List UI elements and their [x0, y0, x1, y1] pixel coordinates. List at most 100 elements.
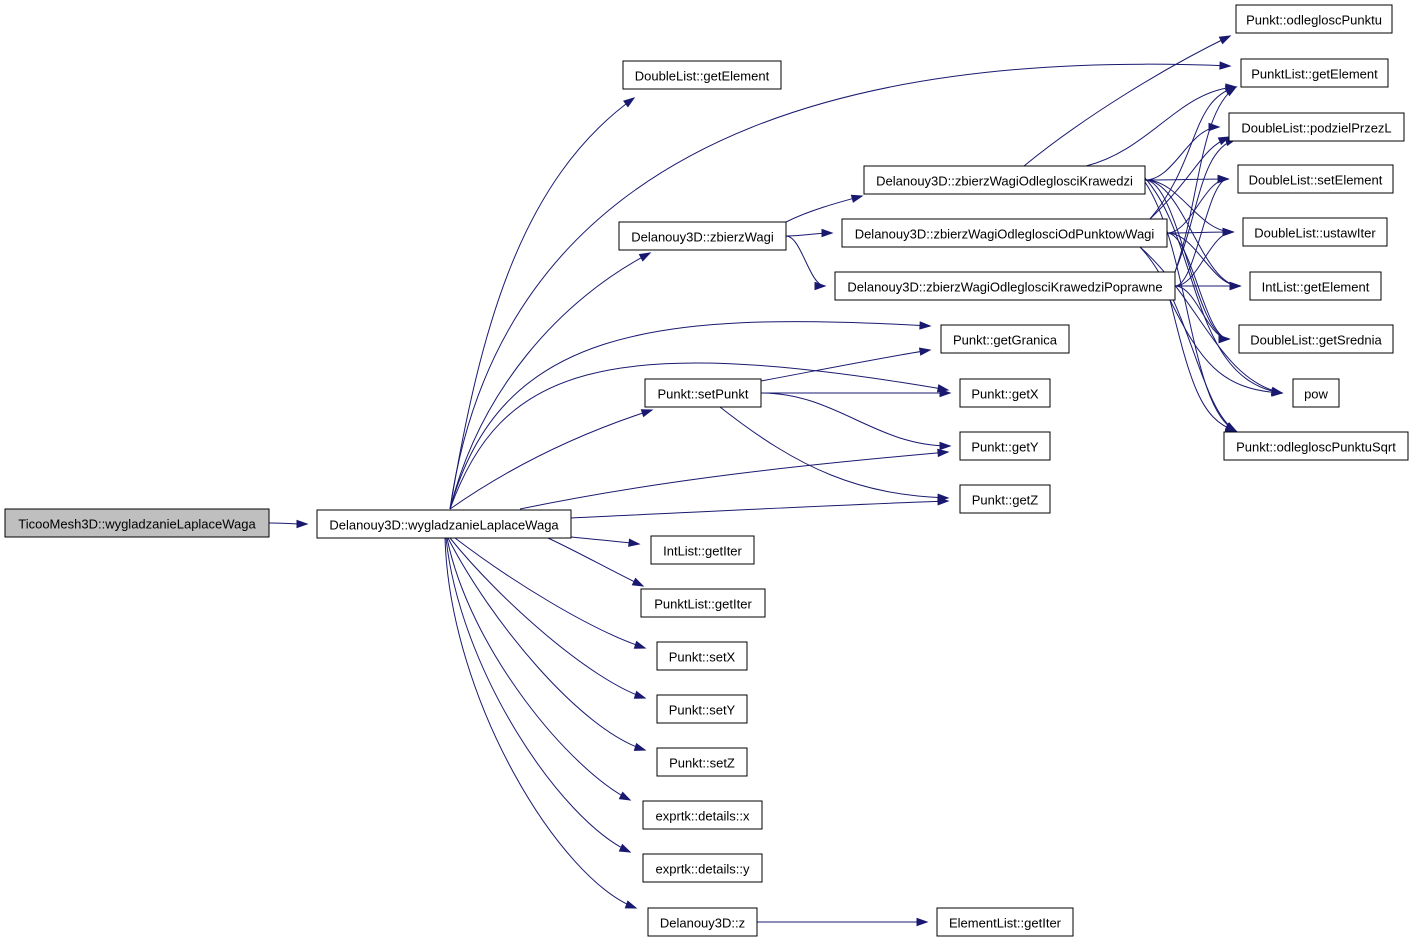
- node-box: [656, 747, 748, 777]
- node-label: Punkt::odlegloscPunktu: [1246, 13, 1382, 28]
- node-n15[interactable]: Delanouy3D::zbierzWagiOdleglosciKrawedzi…: [834, 271, 1176, 301]
- arrowhead-icon: [814, 281, 827, 291]
- node-label: TicooMesh3D::wygladzanieLaplaceWaga: [18, 517, 256, 532]
- node-n19[interactable]: Punkt::getZ: [959, 484, 1051, 514]
- arrowhead-icon: [633, 690, 647, 699]
- node-label: Punkt::setZ: [669, 756, 735, 771]
- edge-n15-to-n25: [1174, 227, 1235, 287]
- node-box: [1237, 164, 1394, 194]
- node-box: [622, 60, 782, 90]
- edge-n1-to-n4: [449, 409, 654, 510]
- edge-n1-to-n2: [449, 97, 636, 510]
- arrowhead-icon: [821, 228, 834, 238]
- edge-n15-to-n26: [1174, 281, 1242, 291]
- edge-n4-to-n19: [719, 406, 950, 502]
- arrowhead-icon: [1222, 227, 1235, 237]
- arrowhead-icon: [1224, 423, 1238, 432]
- node-label: Punkt::odlegloscPunktuSqrt: [1236, 440, 1396, 455]
- node-label: Punkt::getX: [971, 387, 1039, 402]
- edge-n1-to-n16: [449, 321, 932, 510]
- node-label: Punkt::getGranica: [953, 333, 1058, 348]
- arrowhead-icon: [919, 321, 932, 330]
- node-n17[interactable]: Punkt::getX: [959, 378, 1051, 408]
- node-box: [650, 535, 755, 565]
- node-n6[interactable]: PunktList::getIter: [640, 588, 766, 618]
- node-n16[interactable]: Punkt::getGranica: [940, 324, 1070, 354]
- edge-n1-to-n5: [570, 536, 641, 547]
- arrowhead-icon: [624, 900, 638, 909]
- node-n14[interactable]: Delanouy3D::zbierzWagiOdleglosciOdPunkto…: [841, 218, 1168, 248]
- node-box: [959, 378, 1051, 408]
- arrowhead-icon: [623, 97, 636, 108]
- node-box: [1238, 324, 1394, 354]
- node-n13[interactable]: Delanouy3D::zbierzWagiOdleglosciKrawedzi: [863, 165, 1146, 195]
- node-n9[interactable]: Punkt::setZ: [656, 747, 748, 777]
- edge-n4-to-n17: [761, 388, 952, 398]
- node-n2[interactable]: DoubleList::getElement: [622, 60, 782, 90]
- edge-n1-to-n9: [447, 537, 647, 751]
- arrowhead-icon: [628, 538, 641, 547]
- node-label: Punkt::setPunkt: [657, 387, 748, 402]
- arrowhead-icon: [618, 843, 632, 853]
- node-n20[interactable]: ElementList::getIter: [936, 907, 1074, 937]
- arrowhead-icon: [939, 441, 952, 451]
- node-label: ElementList::getIter: [949, 916, 1062, 931]
- node-n11[interactable]: exprtk::details::y: [642, 853, 763, 883]
- node-n23[interactable]: DoubleList::podzielPrzezL: [1228, 112, 1405, 142]
- edge-n12-to-n20: [757, 917, 929, 927]
- node-n1[interactable]: Delanouy3D::wygladzanieLaplaceWaga: [316, 509, 572, 539]
- node-label: DoubleList::setElement: [1249, 173, 1383, 188]
- node-box: [642, 853, 763, 883]
- node-label: PunktList::getElement: [1251, 67, 1378, 82]
- arrowhead-icon: [939, 388, 952, 398]
- node-box: [4, 508, 270, 538]
- arrowhead-icon: [1229, 281, 1242, 291]
- edge-n1-to-n7: [454, 537, 647, 649]
- arrowhead-icon: [850, 194, 864, 203]
- arrowhead-icon: [1219, 61, 1232, 70]
- edge-n1-to-n6: [547, 537, 645, 587]
- node-label: DoubleList::ustawIter: [1254, 226, 1376, 241]
- arrowhead-icon: [937, 493, 950, 502]
- node-label: Delanouy3D::zbierzWagi: [631, 230, 774, 245]
- node-n22[interactable]: PunktList::getElement: [1240, 58, 1389, 88]
- node-n3[interactable]: Delanouy3D::zbierzWagi: [618, 221, 787, 251]
- node-n24[interactable]: DoubleList::setElement: [1237, 164, 1394, 194]
- node-n27[interactable]: DoubleList::getSrednia: [1238, 324, 1394, 354]
- node-label: DoubleList::getSrednia: [1250, 333, 1382, 348]
- edge-n0-to-n1: [268, 519, 309, 529]
- node-n18[interactable]: Punkt::getY: [959, 431, 1051, 461]
- node-n10[interactable]: exprtk::details::x: [642, 800, 763, 830]
- node-label: exprtk::details::x: [656, 809, 750, 824]
- node-n25[interactable]: DoubleList::ustawIter: [1242, 217, 1388, 247]
- node-box: [316, 509, 572, 539]
- node-box: [1242, 217, 1388, 247]
- node-label: Delanouy3D::z: [660, 916, 745, 931]
- edge-n3-to-n13: [785, 194, 864, 223]
- node-label: DoubleList::podzielPrzezL: [1241, 121, 1391, 136]
- arrowhead-icon: [916, 917, 929, 927]
- node-n29[interactable]: Punkt::odlegloscPunktuSqrt: [1223, 431, 1409, 461]
- node-n7[interactable]: Punkt::setX: [656, 641, 748, 671]
- node-box: [959, 484, 1051, 514]
- arrowhead-icon: [633, 640, 647, 649]
- node-box: [644, 378, 762, 408]
- node-label: Delanouy3D::zbierzWagiOdleglosciOdPunkto…: [855, 227, 1155, 242]
- node-n8[interactable]: Punkt::setY: [656, 694, 748, 724]
- node-box: [618, 221, 787, 251]
- node-label: pow: [1304, 387, 1328, 402]
- edge-n4-to-n18: [760, 392, 952, 451]
- node-n26[interactable]: IntList::getElement: [1249, 271, 1382, 301]
- node-n28[interactable]: pow: [1292, 378, 1340, 408]
- node-n4[interactable]: Punkt::setPunkt: [644, 378, 762, 408]
- arrowhead-icon: [631, 577, 645, 587]
- node-n0[interactable]: TicooMesh3D::wygladzanieLaplaceWaga: [4, 508, 270, 538]
- edge-n4-to-n16: [760, 347, 932, 382]
- node-label: Delanouy3D::zbierzWagiOdleglosciKrawedzi: [876, 174, 1133, 189]
- node-n12[interactable]: Delanouy3D::z: [647, 907, 758, 937]
- node-n5[interactable]: IntList::getIter: [650, 535, 755, 565]
- edge-n13-to-n21: [1023, 35, 1232, 167]
- node-n21[interactable]: Punkt::odlegloscPunktu: [1235, 4, 1393, 34]
